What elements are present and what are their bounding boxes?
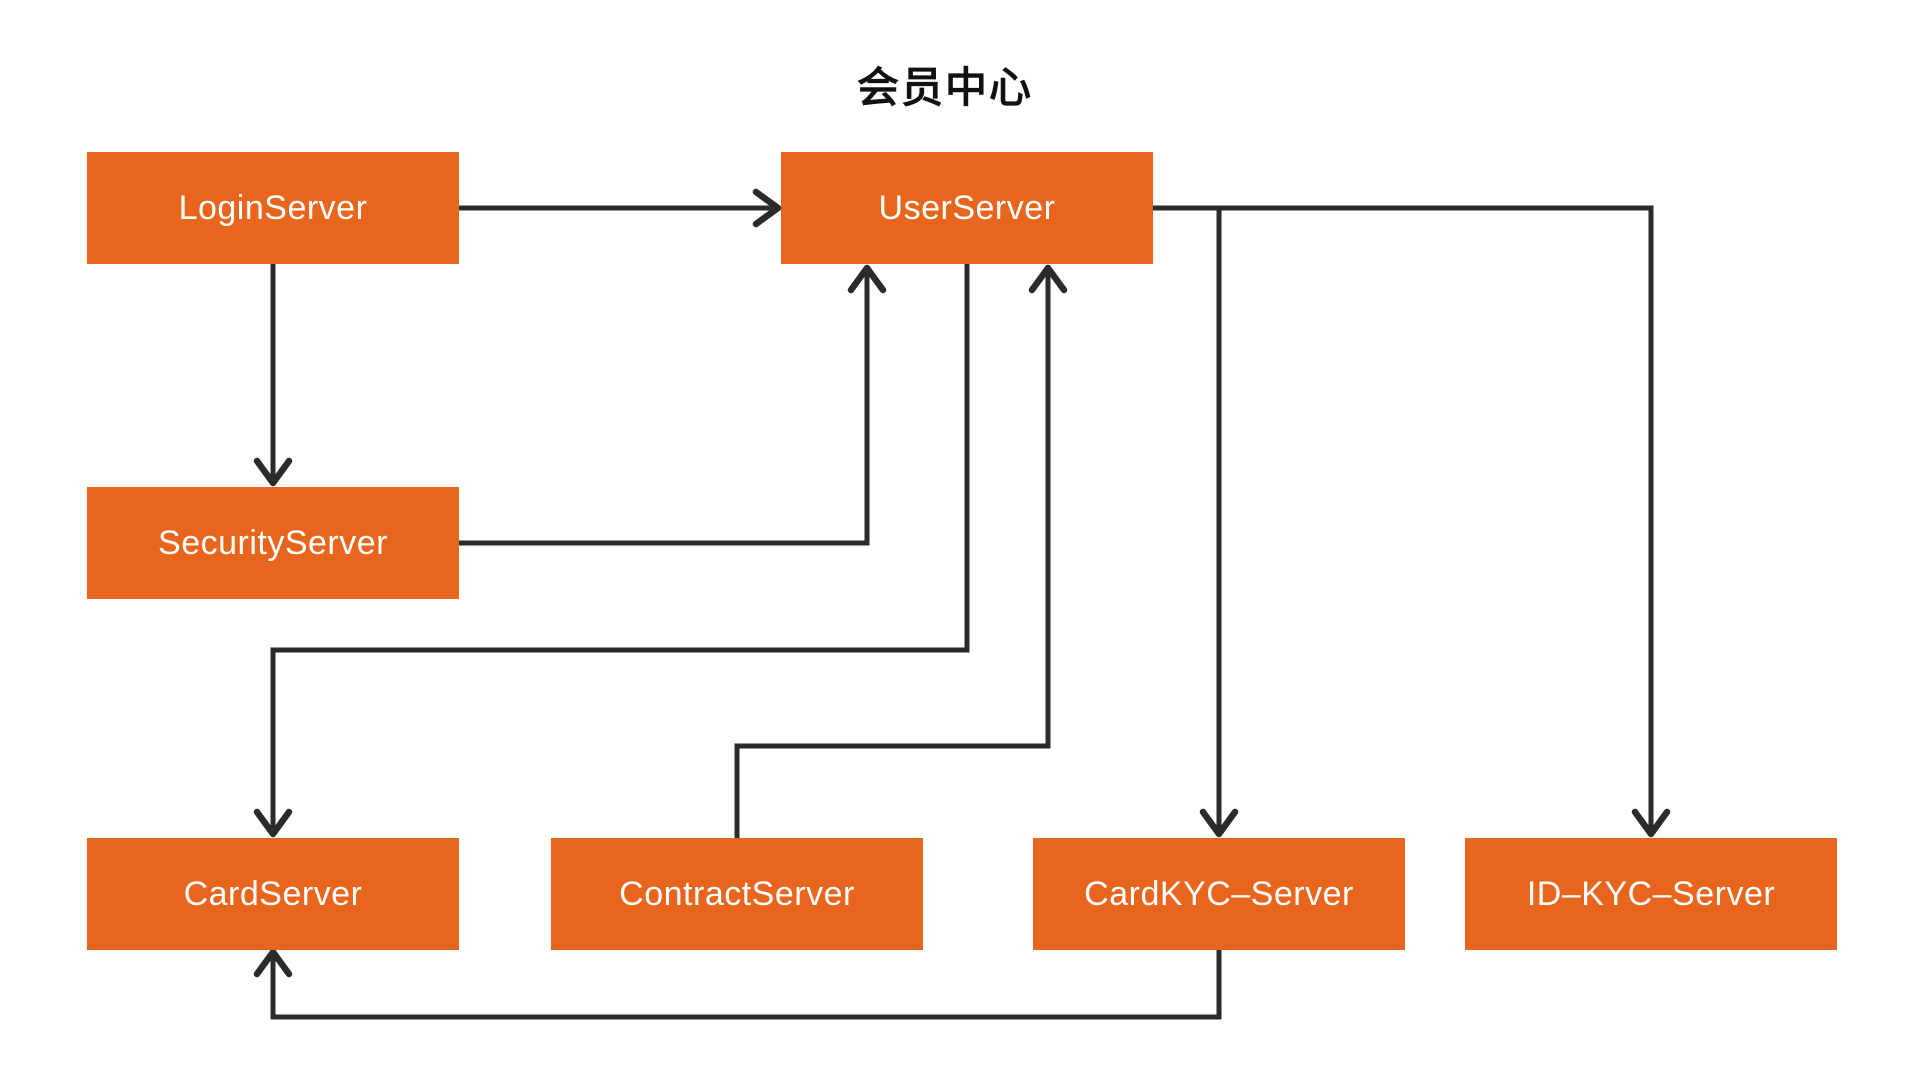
- edge-cardkycserver-cardserver: [253, 948, 1222, 1020]
- edge-contractserver-userserver: [734, 264, 1068, 838]
- node-idkycserver: ID–KYC–Server: [1465, 838, 1837, 950]
- node-contractserver-label: ContractServer: [619, 874, 855, 913]
- node-cardkycserver-label: CardKYC–Server: [1084, 874, 1354, 913]
- arrowhead-down-icon: [253, 457, 293, 487]
- arrowhead-down-icon: [1631, 808, 1671, 838]
- node-idkycserver-label: ID–KYC–Server: [1526, 874, 1776, 913]
- edge-loginserver-securityserver: [253, 264, 293, 487]
- node-userserver-label: UserServer: [878, 188, 1056, 227]
- edge-loginserver-userserver: [459, 188, 782, 228]
- arrowhead-down-icon: [1199, 808, 1239, 838]
- node-loginserver-label: LoginServer: [178, 188, 368, 227]
- edge-securityserver-userserver: [459, 264, 887, 546]
- arrowhead-up-icon: [253, 948, 293, 978]
- edge-userserver-cardserver: [253, 264, 970, 838]
- edge-userserver-idkycserver: [1153, 205, 1671, 838]
- node-securityserver: SecurityServer: [87, 487, 459, 599]
- node-contractserver: ContractServer: [551, 838, 923, 950]
- diagram-title: 会员中心: [856, 64, 1033, 111]
- node-securityserver-label: SecurityServer: [158, 523, 388, 562]
- edge-userserver-cardkycserver: [1199, 208, 1239, 838]
- node-userserver: UserServer: [781, 152, 1153, 264]
- node-cardserver-label: CardServer: [183, 874, 363, 913]
- arrowhead-right-icon: [752, 188, 782, 228]
- arrowhead-up-icon: [1028, 264, 1068, 294]
- node-cardkycserver: CardKYC–Server: [1033, 838, 1405, 950]
- node-cardserver: CardServer: [87, 838, 459, 950]
- node-loginserver: LoginServer: [87, 152, 459, 264]
- arrowhead-up-icon: [847, 264, 887, 294]
- arrowhead-down-icon: [253, 808, 293, 838]
